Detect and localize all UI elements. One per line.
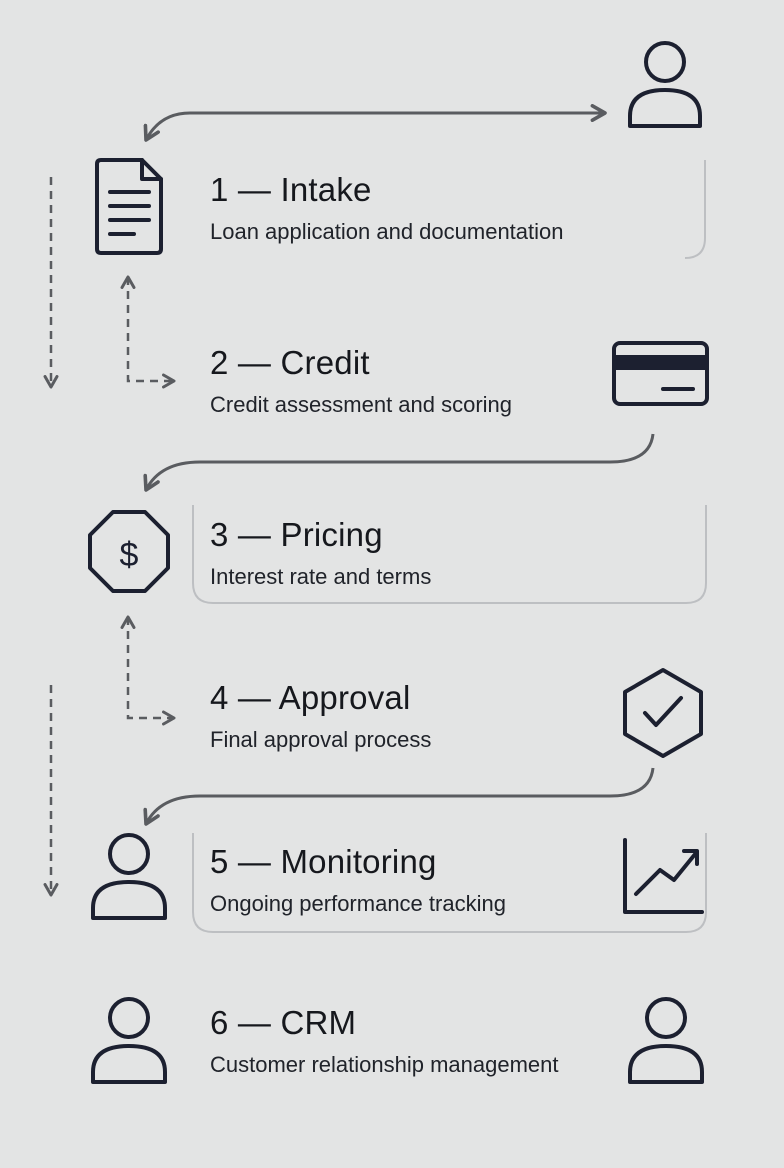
step-description: Loan application and documentation [210,219,564,244]
credit-to-pricing-arrow [143,433,655,492]
step-title: 2 — Credit [210,344,370,381]
intake-credit-dashed-arrow [120,275,176,389]
step-description: Ongoing performance tracking [210,891,506,916]
document-icon [95,158,163,255]
trend-chart-icon [623,838,704,914]
step-title: 3 — Pricing [210,516,383,553]
step-description: Customer relationship management [210,1052,559,1077]
step-3-panel-outline [192,505,707,604]
step-pricing: 3 — Pricing Interest rate and terms [210,515,680,591]
step-title: 4 — Approval [210,679,411,716]
step-description: Credit assessment and scoring [210,392,513,417]
check-hexagon-icon [623,668,703,758]
step-5-panel-outline [192,833,707,933]
step-description: Interest rate and terms [210,564,432,589]
dollar-octagon-icon: $ [88,510,170,593]
person-icon [628,997,704,1084]
step-title: 1 — Intake [210,171,372,208]
svg-text:$: $ [120,536,139,574]
step-credit: 2 — Credit Credit assessment and scoring [210,343,680,419]
step-title: 5 — Monitoring [210,843,437,880]
step-description: Final approval process [210,727,432,752]
person-icon [91,997,167,1084]
person-icon [91,833,167,920]
step-intake: 1 — Intake Loan application and document… [210,170,680,246]
intake-exchange-arrow [143,104,607,142]
pricing-approval-dashed-arrow [120,615,176,726]
approval-to-monitoring-arrow [143,767,655,826]
step-title: 6 — CRM [210,1004,357,1041]
step-crm: 6 — CRM Customer relationship management [210,1003,680,1079]
credit-card-icon [612,341,709,406]
step-1-panel-outline [684,160,706,259]
step-approval: 4 — Approval Final approval process [210,678,680,754]
person-icon [628,41,702,128]
step-monitoring: 5 — Monitoring Ongoing performance track… [210,842,680,918]
